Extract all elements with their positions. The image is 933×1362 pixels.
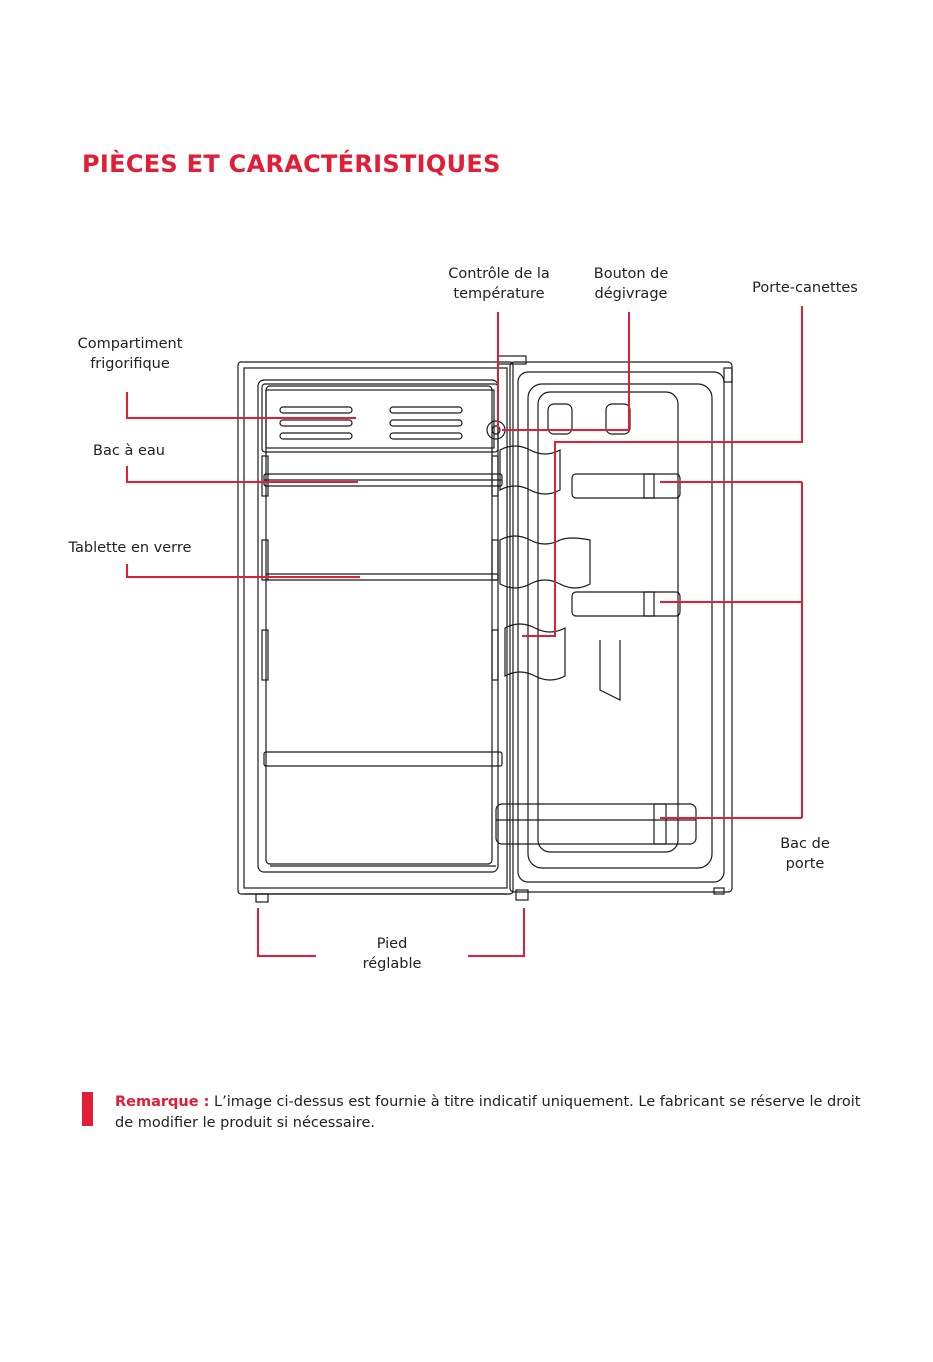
label-glass-shelf: Tablette en verre [68,540,192,556]
callout-freezer [126,392,356,419]
fridge-drawing [237,355,733,903]
door-shelf-middle [571,591,681,617]
note-label: Remarque : [115,1094,210,1110]
can-holder [499,445,561,495]
door-shelf-top [571,473,681,499]
label-adjustable-foot: Pied réglable [362,936,422,972]
cabinet-liner [257,379,499,873]
callout-can-holder [522,306,803,637]
label-door-bin: Bac de porte [780,836,830,872]
door-outline [509,361,733,893]
callout-glass-shelf [126,564,360,578]
note: Remarque : L’image ci-dessus est fournie… [115,1092,875,1134]
callout-lines [126,306,803,957]
left-foot [255,893,269,903]
callout-defrost [502,312,630,431]
page-title: PIÈCES ET CARACTÉRISTIQUES [82,150,501,178]
callout-foot-right [468,908,525,957]
note-text: L’image ci-dessus est fournie à titre in… [115,1094,861,1131]
label-freezer-compartment: Compartiment frigorifique [77,336,183,372]
label-temperature-control: Contrôle de la température [448,266,550,302]
note-marker [82,1092,93,1126]
label-can-holder: Porte-canettes [752,280,858,296]
cabinet-outline [237,361,514,895]
callout-foot-left [257,908,316,957]
callout-water-tray [126,466,358,483]
right-foot [515,889,529,901]
cabinet-inner-outline [243,367,508,889]
door-bin [495,803,697,845]
label-water-tray: Bac à eau [93,443,165,459]
label-defrost-button: Bouton de dégivrage [593,266,669,302]
